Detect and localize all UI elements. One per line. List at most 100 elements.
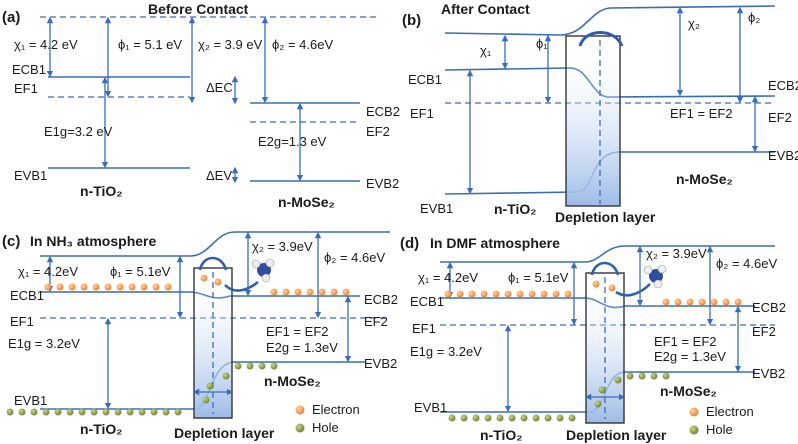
electrons-right — [662, 298, 742, 306]
ecb2-label: ECB2 — [768, 78, 798, 93]
right-material-label: n-MoSe₂ — [660, 383, 717, 399]
legend-electron-label: Electron — [312, 402, 360, 417]
phi2-label: ϕ₂ = 4.6eV — [716, 256, 777, 271]
left-material-label: n-TiO₂ — [80, 183, 123, 199]
ef2-label: EF2 — [366, 124, 390, 139]
evb1-label: EVB1 — [14, 168, 47, 183]
electron-transfer-arrow — [578, 31, 624, 47]
depletion-box — [565, 35, 621, 207]
phi1-label: ϕ₁ = 5.1eV — [508, 270, 569, 285]
ecb2-label: ECB2 — [366, 104, 400, 119]
delta-ev-label: ΔEV — [206, 168, 232, 183]
ecb2-label: ECB2 — [364, 292, 398, 307]
eg1-label: E1g = 3.2eV — [8, 336, 80, 351]
ef-equal-label: EF1 = EF2 — [266, 324, 329, 339]
depletion-fill — [566, 36, 620, 206]
phi1-label: ϕ₁ = 5.1eV — [110, 264, 171, 279]
phi2-label: ϕ₂ — [748, 10, 760, 25]
ef1-label: EF1 — [410, 106, 434, 121]
panel-d: (d) In DMF atmosphere — [400, 235, 786, 443]
eg1-label: E1g=3.2 eV — [44, 124, 113, 139]
ecb1-label: ECB1 — [408, 72, 442, 87]
evb1-label: EVB1 — [414, 400, 447, 415]
legend-hole-label: Hole — [706, 422, 733, 437]
panel-b-letter: (b) — [402, 12, 421, 29]
right-material-label: n-MoSe₂ — [676, 171, 733, 187]
delta-ec-label: ΔEC — [206, 80, 233, 95]
chi1-label: χ₁ = 4.2eV — [18, 264, 78, 279]
ecb1-label: ECB1 — [12, 62, 46, 77]
ecb1-label: ECB1 — [410, 294, 444, 309]
electrons-left — [444, 280, 616, 298]
chi2-label: χ₂ — [688, 16, 700, 31]
ef1-label: EF1 — [412, 321, 436, 336]
depletion-label: Depletion layer — [555, 209, 656, 225]
left-material-label: n-TiO₂ — [494, 201, 537, 217]
legend-electron-dot — [295, 405, 305, 415]
panel-a: (a) Before Contact χ₁ = 4.2 eV ϕ₁ = 5.1 … — [2, 1, 400, 210]
chi2-label: χ₂ = 3.9eV — [252, 239, 313, 254]
holes — [6, 362, 278, 416]
ecb1-label: ECB1 — [10, 288, 44, 303]
evb1-label: EVB1 — [14, 393, 47, 408]
panel-b-title: After Contact — [441, 1, 530, 17]
panel-d-title: In DMF atmosphere — [430, 235, 560, 251]
eg2-label: E2g = 1.3eV — [266, 340, 338, 355]
depletion-box — [585, 272, 625, 424]
electron-to-gas-arrow — [224, 280, 259, 292]
electrons-left — [44, 274, 222, 291]
panel-b: (b) After Contact χ₁ ϕ₁ χ₂ ϕ₂ ECB1 EF1 E… — [402, 1, 798, 225]
electron-transfer-arrow — [590, 261, 620, 276]
ef1-label: EF1 — [14, 81, 38, 96]
vacuum-level-line — [444, 5, 776, 36]
legend-electron-label: Electron — [706, 404, 754, 419]
eg2-label: E2g=1.3 eV — [258, 134, 327, 149]
evb2-label: EVB2 — [768, 148, 798, 163]
legend-hole-dot — [295, 423, 305, 433]
electron-to-gas-arrow — [615, 283, 651, 297]
eg1-label: E1g = 3.2eV — [410, 344, 482, 359]
right-material-label: n-MoSe₂ — [264, 373, 321, 389]
vacuum-level-line — [40, 231, 390, 257]
evb2-label: EVB2 — [364, 356, 397, 371]
panel-c-letter: (c) — [2, 233, 20, 250]
chi1-label: χ₁ = 4.2eV — [418, 270, 478, 285]
phi2-label: ϕ₂ = 4.6eV — [324, 250, 385, 265]
ef-equal-label: EF1 = EF2 — [654, 334, 717, 349]
evb2-label: EVB2 — [366, 176, 399, 191]
chi1-label: χ₁ = 4.2 eV — [14, 37, 78, 52]
chi2-label: χ₂ = 3.9eV — [646, 246, 707, 261]
ef2-label: EF2 — [752, 324, 776, 339]
panel-d-letter: (d) — [400, 235, 419, 252]
panel-a-letter: (a) — [2, 9, 20, 26]
left-material-label: n-TiO₂ — [80, 421, 123, 437]
chi2-label: χ₂ = 3.9 eV — [198, 37, 263, 52]
holes — [448, 372, 670, 422]
evb1-label: EVB1 — [420, 201, 453, 216]
ef-equal-label: EF1 = EF2 — [670, 106, 733, 121]
panel-a-title: Before Contact — [148, 1, 249, 17]
depletion-label: Depletion layer — [566, 427, 667, 443]
evb2-label: EVB2 — [752, 366, 785, 381]
ef2-label: EF2 — [768, 110, 792, 125]
vacuum-level-line — [440, 245, 775, 263]
phi2-label: ϕ₂ = 4.6eV — [272, 37, 333, 52]
legend-hole-label: Hole — [312, 420, 339, 435]
ecb2-label: ECB2 — [752, 300, 786, 315]
right-material-label: n-MoSe₂ — [278, 194, 335, 210]
ef1-label: EF1 — [10, 314, 34, 329]
phi1-label: ϕ₁ = 5.1 eV — [118, 37, 182, 52]
ef2-label: EF2 — [364, 314, 388, 329]
nh3-molecule-icon — [251, 258, 275, 283]
dmf-molecule-icon — [643, 264, 667, 289]
electrons-right — [270, 288, 350, 296]
left-material-label: n-TiO₂ — [480, 427, 523, 443]
phi1-label: ϕ₁ — [536, 36, 548, 51]
chi1-label: χ₁ — [480, 43, 492, 58]
electron-transfer-arrow — [198, 256, 228, 271]
legend-electron-dot — [689, 407, 699, 417]
panel-c-title: In NH₃ atmosphere — [30, 233, 156, 249]
legend-hole-dot — [689, 425, 699, 435]
panel-c: (c) In NH₃ atmosphere — [2, 231, 398, 441]
